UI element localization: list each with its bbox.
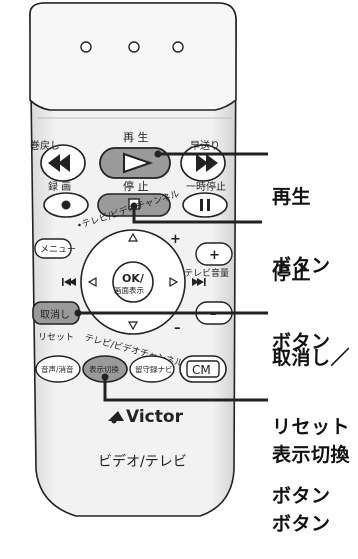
callout-line-stop: [132, 206, 262, 224]
menu-button[interactable]: [34, 238, 72, 259]
record-icon: [61, 200, 71, 210]
callout-stop: 停止 ボタン: [272, 216, 331, 377]
play-label: 再 生: [123, 130, 149, 144]
indicator-dot-1: [80, 41, 92, 53]
cm-label: CM: [192, 363, 211, 377]
cancel-label: 取消し: [40, 308, 70, 321]
dpad-right-icon: [169, 276, 179, 288]
callout-cancel-line3: ボタン: [272, 485, 331, 507]
recording-navi-label: 留守録ナビ: [135, 364, 173, 374]
remote-illustration-stage: 再 生 巻戻し 早送り 録 画 停 止 一時停止 メニュー •テレビ/ビデオチャ…: [29, 2, 350, 535]
pause-button[interactable]: [182, 192, 228, 218]
callout-cancel-line2: リセット: [272, 416, 351, 438]
play-icon: [123, 152, 154, 174]
volume-plus-button[interactable]: [195, 242, 233, 266]
callout-dot-stop: [130, 202, 138, 210]
skip-forward-icon: [192, 278, 206, 286]
audio-mute-label: 音声/消音: [41, 364, 74, 374]
record-label: 録 画: [48, 180, 71, 193]
callout-lines: [78, 152, 268, 402]
dpad-down-icon: [127, 321, 139, 331]
menu-label: メニュー: [40, 245, 76, 255]
callout-display-line1: 表示切換: [272, 444, 351, 466]
pause-label: 一時停止: [186, 180, 226, 193]
callout-dot-display: [101, 373, 109, 381]
audio-mute-button[interactable]: [35, 355, 81, 383]
callout-stop-line1: 停止: [272, 262, 312, 284]
ok-button[interactable]: [112, 261, 154, 303]
product-label: ビデオ/テレビ: [98, 453, 187, 470]
cm-button[interactable]: [179, 355, 227, 383]
callout-cancel: 取消し／ リセット ボタン: [272, 301, 350, 531]
stop-label: 停 止: [123, 179, 149, 193]
volume-plus-symbol: +: [209, 248, 220, 263]
indicator-dot-3: [172, 41, 184, 53]
fast-forward-icon: [196, 154, 218, 172]
callout-line-display: [103, 377, 268, 402]
dpad-up-icon: [127, 232, 139, 242]
callout-stop-line2: ボタン: [272, 331, 331, 353]
fast-forward-label: 早送り: [190, 139, 220, 152]
callout-display: 表示切換 ボタン: [272, 398, 350, 559]
callout-display-line2: ボタン: [272, 513, 331, 535]
callout-play-line2: ボタン: [272, 255, 331, 277]
remote-top-cap: [29, 2, 237, 111]
reset-label: リセット: [38, 332, 74, 343]
callout-cancel-line1: 取消し／: [272, 347, 351, 369]
ok-label: OK/: [122, 272, 145, 285]
callout-play: 再生 ボタン: [272, 140, 331, 301]
rewind-label: 巻戻し: [30, 139, 60, 152]
channel-plus-symbol: +: [170, 232, 181, 247]
callout-dot-play: [154, 150, 162, 158]
remote-control-drawing: 再 生 巻戻し 早送り 録 画 停 止 一時停止 メニュー •テレビ/ビデオチャ…: [29, 2, 268, 517]
pause-icon: [200, 199, 210, 211]
callout-dot-cancel: [74, 309, 82, 317]
callout-play-line1: 再生: [272, 186, 312, 208]
victor-logo: [108, 411, 124, 424]
recording-navi-button[interactable]: [129, 355, 175, 383]
indicator-dot-2: [128, 41, 140, 53]
rewind-icon: [48, 154, 70, 172]
skip-back-icon: [62, 278, 76, 286]
brand-name: Victor: [126, 407, 184, 427]
dpad-left-icon: [87, 276, 97, 288]
channel-minus-symbol: –: [174, 321, 181, 336]
ok-sub-label: 画面表示: [114, 285, 144, 295]
display-switch-label: 表示切換: [89, 364, 119, 374]
volume-label: テレビ音量: [184, 267, 229, 279]
